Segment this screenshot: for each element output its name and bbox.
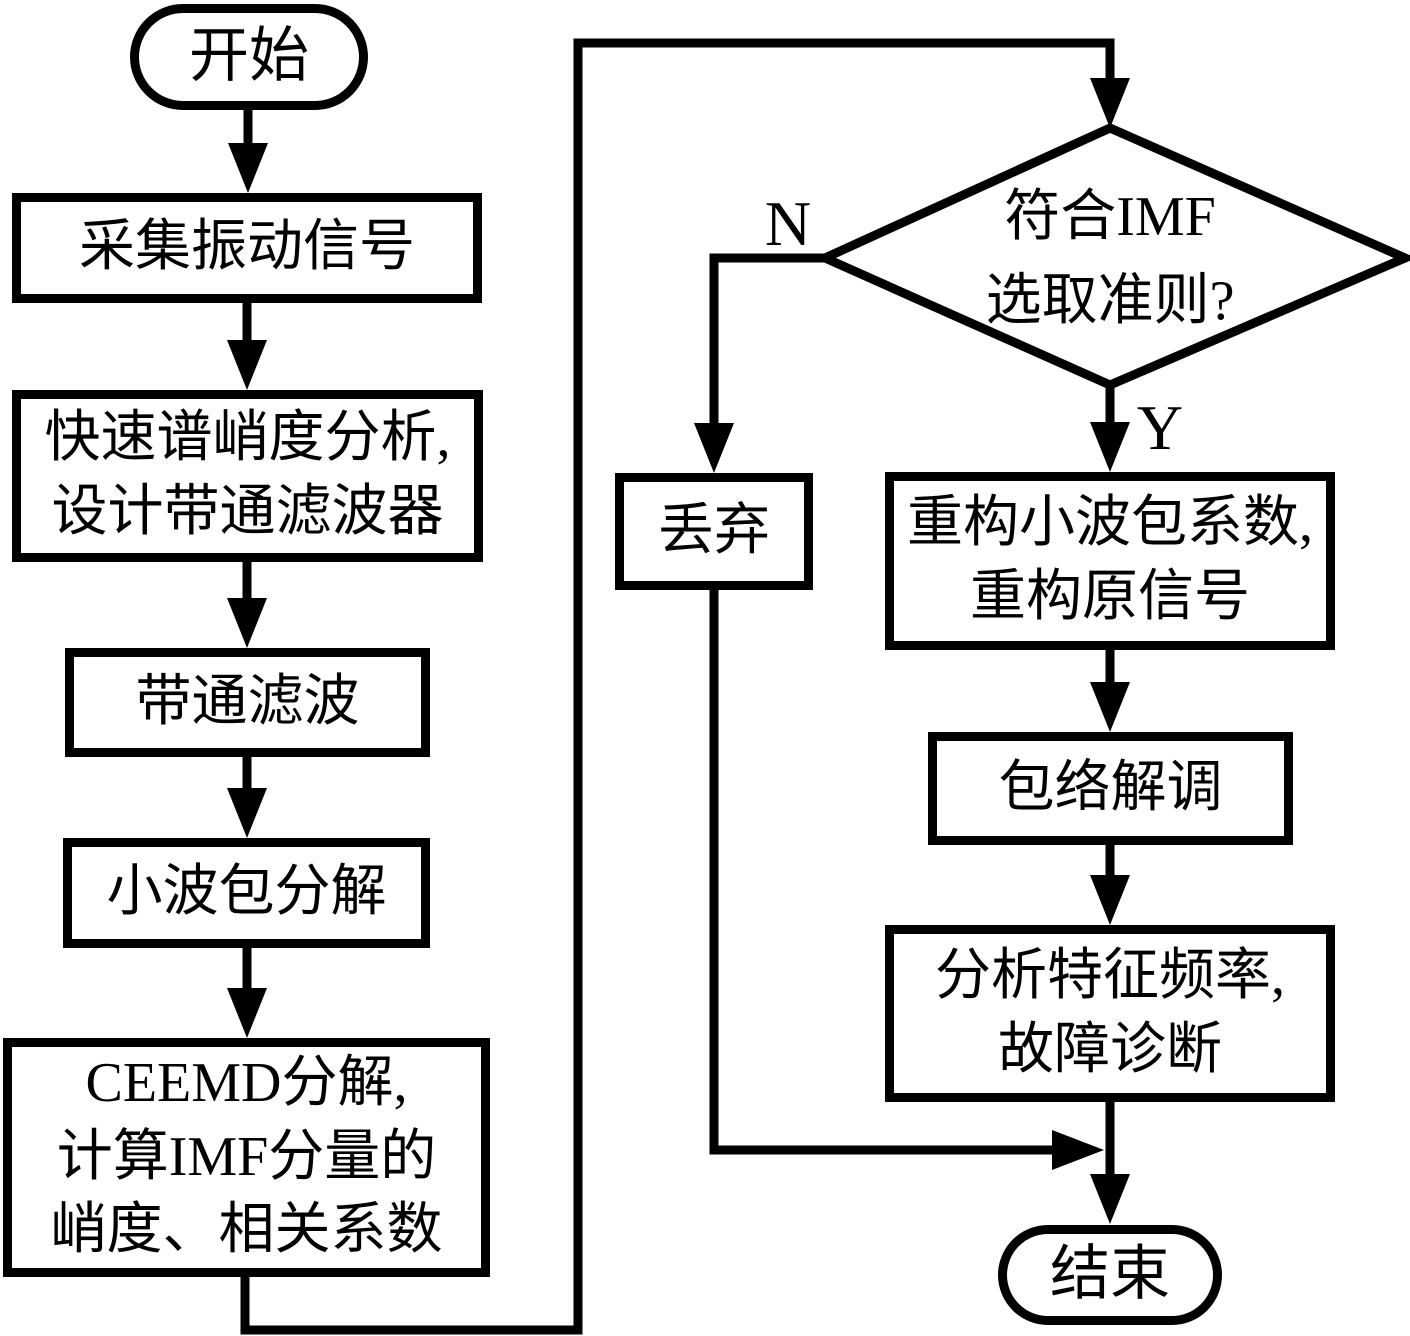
arrowhead-loop-decision [1090,78,1130,128]
node-envelope-demod: 包络解调 [928,732,1293,845]
arrowhead-start-collect [228,143,268,193]
edge-ceemd-decision-loop [240,38,1115,1335]
node-decision-imf: 符合IMF 选取准则? [880,166,1340,351]
node-discard-label: 丢弃 [658,499,770,562]
branch-label-no: N [752,188,824,260]
node-bandpass-filter-label: 带通滤波 [135,670,360,733]
node-start: 开始 [130,4,368,110]
node-bandpass-filter: 带通滤波 [65,648,430,757]
node-end: 结束 [998,1225,1222,1325]
node-analyze-fault: 分析特征频率, 故障诊断 [885,925,1335,1102]
node-collect-signal: 采集振动信号 [12,193,482,303]
node-ceemd-label: CEEMD分解, 计算IMF分量的 峭度、相关系数 [50,1051,443,1262]
arrowhead-discard-merge [1052,1130,1104,1170]
node-spectral-kurtosis-label: 快速谱峭度分析, 设计带通滤波器 [44,407,451,543]
arrowhead-reconstruct-envelope [1090,682,1130,732]
node-end-label: 结束 [1050,1241,1170,1308]
node-ceemd: CEEMD分解, 计算IMF分量的 峭度、相关系数 [3,1038,490,1277]
node-wavelet-packet-label: 小波包分解 [106,861,387,924]
node-collect-signal-label: 采集振动信号 [79,216,415,279]
branch-label-yes: Y [1124,392,1196,464]
arrowhead-analyze-end [1090,1174,1130,1224]
node-decision-imf-label: 符合IMF 选取准则? [985,185,1235,332]
node-spectral-kurtosis: 快速谱峭度分析, 设计带通滤波器 [12,390,483,562]
arrowhead-collect-kurtosis [227,340,267,390]
node-start-label: 开始 [189,23,309,90]
node-wavelet-packet: 小波包分解 [63,838,430,948]
node-envelope-demod-label: 包络解调 [998,756,1223,819]
node-analyze-fault-label: 分析特征频率, 故障诊断 [935,944,1285,1081]
branch-label-no-text: N [764,188,812,259]
branch-label-yes-text: Y [1136,392,1184,463]
arrowhead-bandpass-wavelet [227,788,267,838]
arrowhead-wavelet-ceemd [227,988,267,1038]
edge-discard-merge [709,590,1052,1155]
edge-decision-discard [709,253,825,426]
node-reconstruct: 重构小波包系数, 重构原信号 [885,472,1335,650]
arrowhead-decision-reconstruct [1090,422,1130,472]
arrowhead-kurtosis-bandpass [227,598,267,648]
node-discard: 丢弃 [615,473,813,590]
arrowhead-envelope-analyze [1090,875,1130,925]
node-reconstruct-label: 重构小波包系数, 重构原信号 [907,492,1313,628]
arrowhead-decision-discard [694,423,734,473]
